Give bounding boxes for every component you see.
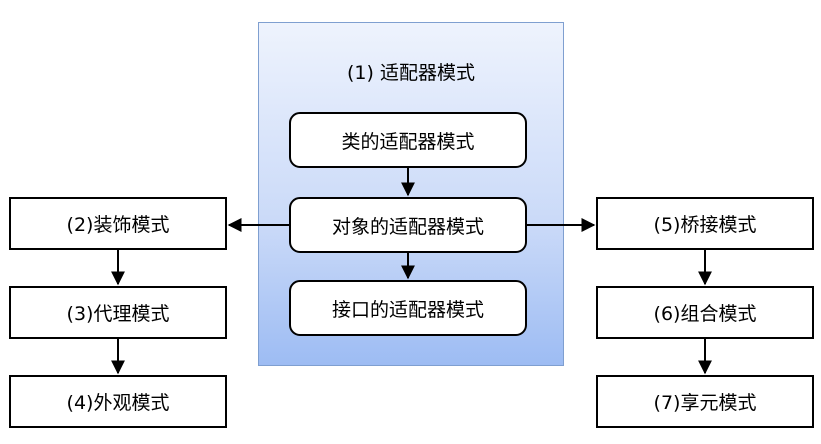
class-adapter-box: 类的适配器模式 [289, 112, 527, 168]
object-adapter-box: 对象的适配器模式 [289, 197, 527, 253]
flyweight-pattern-box: (7)享元模式 [596, 375, 814, 428]
facade-pattern-box: (4)外观模式 [9, 375, 227, 428]
proxy-pattern-box: (3)代理模式 [9, 286, 227, 339]
bridge-pattern-box: (5)桥接模式 [596, 197, 814, 250]
adapter-pattern-title: (1) 适配器模式 [347, 62, 475, 84]
composite-pattern-box: (6)组合模式 [596, 286, 814, 339]
decorator-pattern-box: (2)装饰模式 [9, 197, 227, 250]
interface-adapter-box: 接口的适配器模式 [289, 280, 527, 336]
